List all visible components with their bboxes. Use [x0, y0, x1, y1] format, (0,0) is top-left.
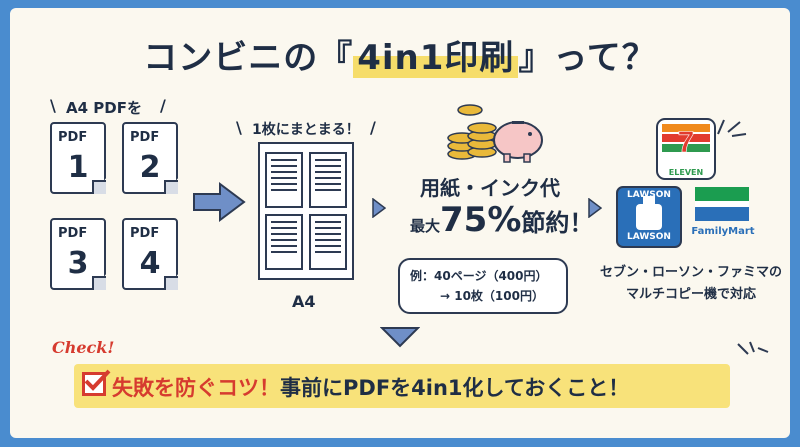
savings-percent: 75%	[440, 200, 522, 240]
example-line2: → 10枚（100円）	[440, 289, 544, 303]
check-word: Check!	[52, 338, 115, 357]
svg-text:7: 7	[678, 126, 695, 159]
arrow-right-icon	[193, 182, 246, 222]
example-line1: 例：40ページ（400円）	[410, 269, 548, 283]
arrow-right-icon	[588, 198, 602, 218]
checkbox-icon	[82, 369, 111, 396]
arrow-right-icon	[372, 198, 386, 218]
a4-sheet	[258, 142, 354, 280]
stores-caption: セブン・ローソン・ファミマの マルチコピー機で対応	[596, 262, 786, 306]
sheet-caption: A4	[292, 292, 316, 311]
page-fold-icon	[92, 180, 106, 194]
pdf-number: 4	[139, 246, 161, 281]
savings-suffix: 節約！	[521, 209, 594, 237]
arrow-down-icon	[380, 327, 420, 348]
pdf-label: A4 PDFを	[66, 99, 142, 117]
pdf-tag: PDF	[58, 226, 88, 241]
savings-line2: 最大75%節約！	[410, 200, 593, 240]
check-rest: 事前にPDFを4in1化しておくこと！	[280, 376, 630, 400]
mini-page	[309, 152, 347, 208]
example-bubble: 例：40ページ（400円） → 10枚（100円）	[398, 258, 568, 314]
pdf-tag: PDF	[130, 130, 160, 145]
familymart-logo	[695, 187, 749, 221]
seven-eleven-name: ELEVEN	[666, 168, 706, 177]
sparkle-icon	[717, 119, 747, 137]
title-after: 』って？	[518, 38, 657, 78]
lawson-name: LAWSON	[627, 190, 671, 200]
savings-line1: 用紙・インク代	[420, 176, 560, 200]
slash-right: /	[370, 118, 376, 137]
pdf-number: 3	[67, 246, 89, 281]
check-bar	[74, 364, 730, 408]
combine-label: 1枚にまとまる！	[252, 122, 360, 138]
page-fold-icon	[164, 276, 178, 290]
slash-left: \	[50, 96, 56, 115]
check-highlight: 失敗を防ぐコツ！	[112, 376, 280, 400]
seven-eleven-logo: 7	[656, 118, 716, 180]
pdf-number: 2	[139, 150, 161, 185]
coins-icon	[447, 104, 497, 160]
title-highlight: 4in1印刷	[353, 38, 519, 78]
slash-left: \	[236, 118, 242, 137]
pdf-number: 1	[67, 150, 89, 185]
piggy-bank-icon	[493, 121, 543, 163]
stores-caption-line1: セブン・ローソン・ファミマの	[599, 265, 782, 280]
mini-page	[309, 214, 347, 270]
page-title: コンビニの『4in1印刷』って？	[0, 30, 800, 79]
title-before: コンビニの『	[143, 38, 354, 78]
lawson-logo	[616, 186, 682, 248]
savings-prefix: 最大	[410, 217, 441, 235]
mini-page	[265, 152, 303, 208]
slash-right: /	[160, 96, 166, 115]
pdf-tag: PDF	[58, 130, 88, 145]
check-text: 失敗を防ぐコツ！事前にPDFを4in1化しておくこと！	[112, 372, 629, 402]
page-fold-icon	[164, 180, 178, 194]
stores-caption-line2: マルチコピー機で対応	[625, 287, 756, 302]
mini-page	[265, 214, 303, 270]
pdf-tag: PDF	[130, 226, 160, 241]
familymart-name: FamilyMart	[691, 226, 755, 237]
page-fold-icon	[92, 276, 106, 290]
lawson-name-bottom: LAWSON	[627, 232, 671, 242]
sparkle-icon	[737, 341, 769, 355]
